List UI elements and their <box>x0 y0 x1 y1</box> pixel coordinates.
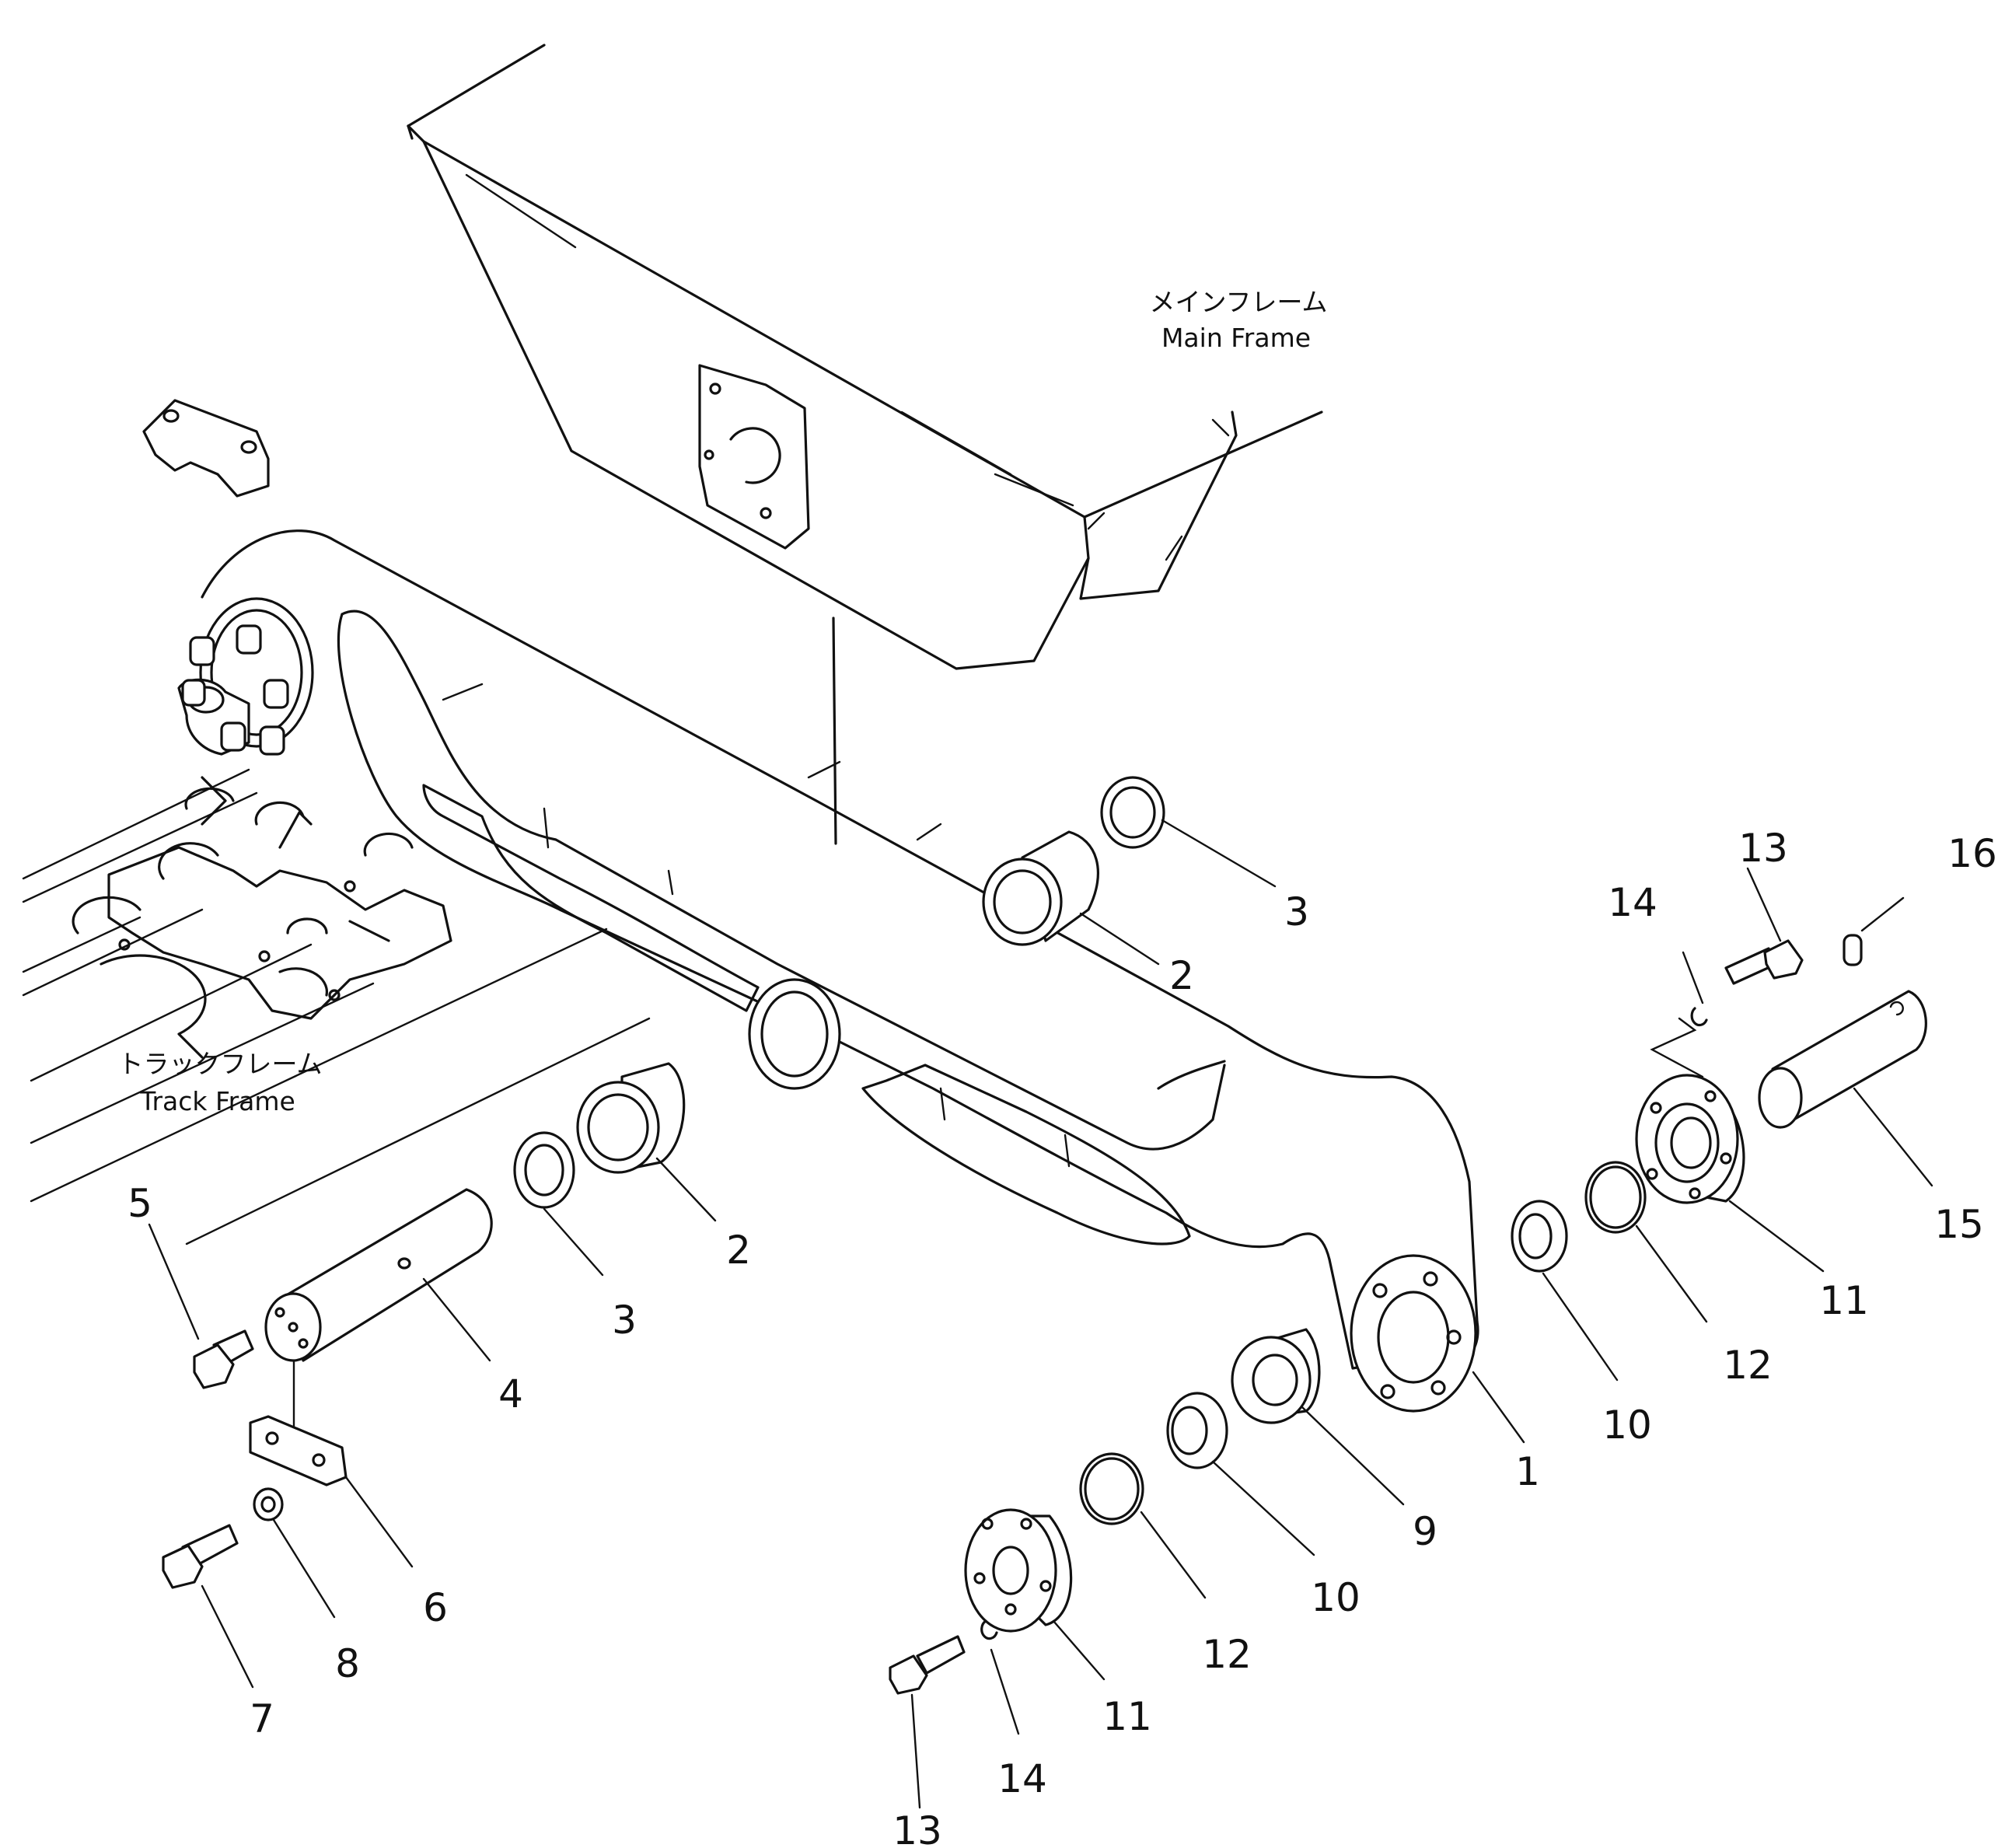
callout-14-lower: 14 <box>997 1756 1047 1801</box>
callout-6: 6 <box>423 1585 448 1630</box>
callout-11-lower: 11 <box>1102 1694 1152 1739</box>
callout-7: 7 <box>250 1696 274 1741</box>
track-frame-label-en: Track Frame <box>139 1086 295 1116</box>
leader-lines <box>148 819 1933 1809</box>
frame-labels: メインフレーム Main Frame トラックフレーム Track Frame <box>117 287 1327 1116</box>
cap-bracket-drawing <box>142 399 270 498</box>
track-frame-drawing <box>22 768 651 1245</box>
callout-3-upper: 3 <box>1284 889 1309 934</box>
callout-12-upper: 12 <box>1723 1343 1773 1388</box>
callout-15: 15 <box>1934 1202 1984 1247</box>
callout-10-lower: 10 <box>1311 1575 1361 1620</box>
callout-13-upper: 13 <box>1738 826 1788 871</box>
callout-11-upper: 11 <box>1819 1278 1869 1323</box>
callout-1: 1 <box>1515 1449 1540 1494</box>
callout-13-lower: 13 <box>892 1808 942 1848</box>
callout-3-lower: 3 <box>612 1298 637 1343</box>
main-frame-label-en: Main Frame <box>1161 323 1311 353</box>
callout-5: 5 <box>127 1181 152 1226</box>
callout-8: 8 <box>335 1641 360 1686</box>
callout-4: 4 <box>498 1371 523 1417</box>
callout-9: 9 <box>1413 1509 1437 1554</box>
track-frame-label-jp: トラックフレーム <box>117 1049 322 1079</box>
callout-2-upper: 2 <box>1169 953 1194 998</box>
equalizer-bar-drawing <box>177 529 1479 1413</box>
callout-numbers: 1 2 2 3 3 4 5 6 7 8 9 10 10 11 11 12 12 … <box>127 826 1997 1848</box>
callout-10-upper: 10 <box>1602 1403 1652 1448</box>
callout-14-upper: 14 <box>1608 880 1657 925</box>
callout-12-lower: 12 <box>1202 1632 1252 1677</box>
parts-drawing <box>162 776 1927 1695</box>
main-frame-drawing <box>407 44 1323 845</box>
main-frame-label-jp: メインフレーム <box>1149 287 1327 317</box>
callout-2-lower: 2 <box>726 1228 751 1273</box>
callout-16: 16 <box>1947 831 1997 876</box>
